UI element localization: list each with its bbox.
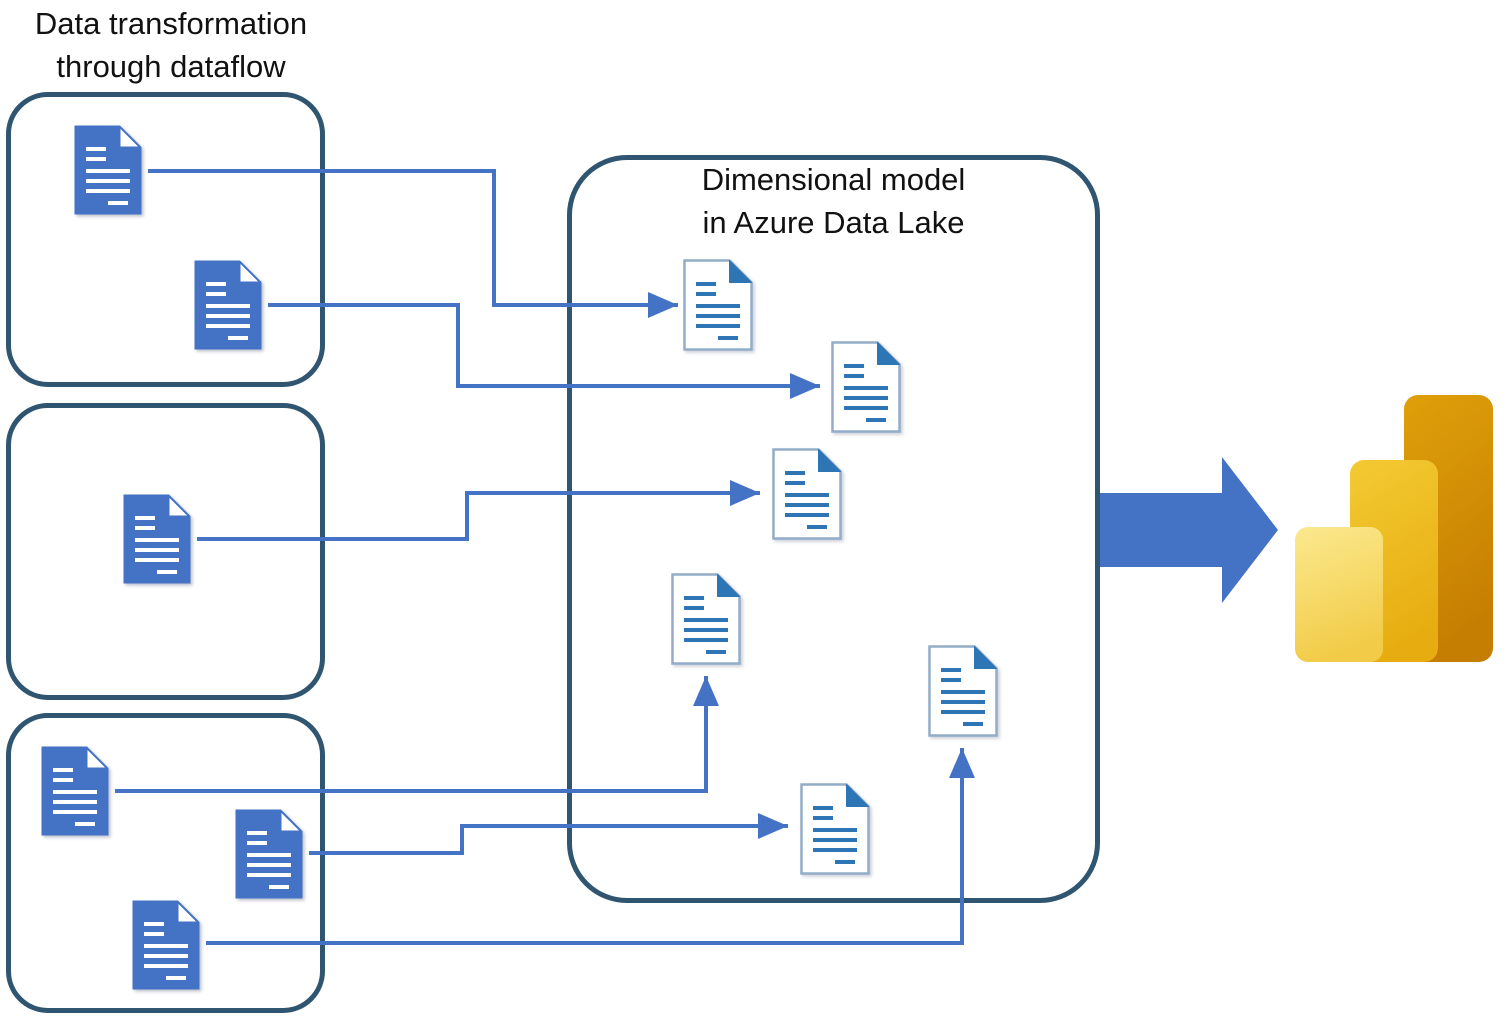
document-icon-source-5 — [234, 808, 304, 900]
document-outline-icon-lake-6 — [800, 783, 870, 875]
lake-title-line2: in Azure Data Lake — [702, 205, 965, 240]
big-right-arrow-icon — [1100, 457, 1278, 603]
document-outline-icon-lake-1 — [683, 259, 753, 351]
lake-title: Dimensional model in Azure Data Lake — [567, 158, 1100, 244]
source-group-title: Data transformation through dataflow — [6, 2, 336, 88]
document-outline-icon-lake-3 — [772, 448, 842, 540]
document-icon-source-3 — [122, 493, 192, 585]
lake-title-line1: Dimensional model — [701, 162, 966, 197]
document-icon-source-6 — [131, 899, 201, 991]
document-icon-source-4 — [40, 745, 110, 837]
dataflow-box-1 — [6, 92, 325, 387]
document-outline-icon-lake-4 — [671, 573, 741, 665]
document-outline-icon-lake-5 — [928, 645, 998, 737]
document-icon-source-1 — [73, 124, 143, 216]
power-bi-bar-short — [1295, 527, 1383, 662]
document-outline-icon-lake-2 — [831, 341, 901, 433]
document-icon-source-2 — [193, 259, 263, 351]
power-bi-logo — [1295, 395, 1493, 662]
source-group-title-line1: Data transformation — [34, 6, 308, 41]
source-group-title-line2: through dataflow — [56, 49, 286, 84]
